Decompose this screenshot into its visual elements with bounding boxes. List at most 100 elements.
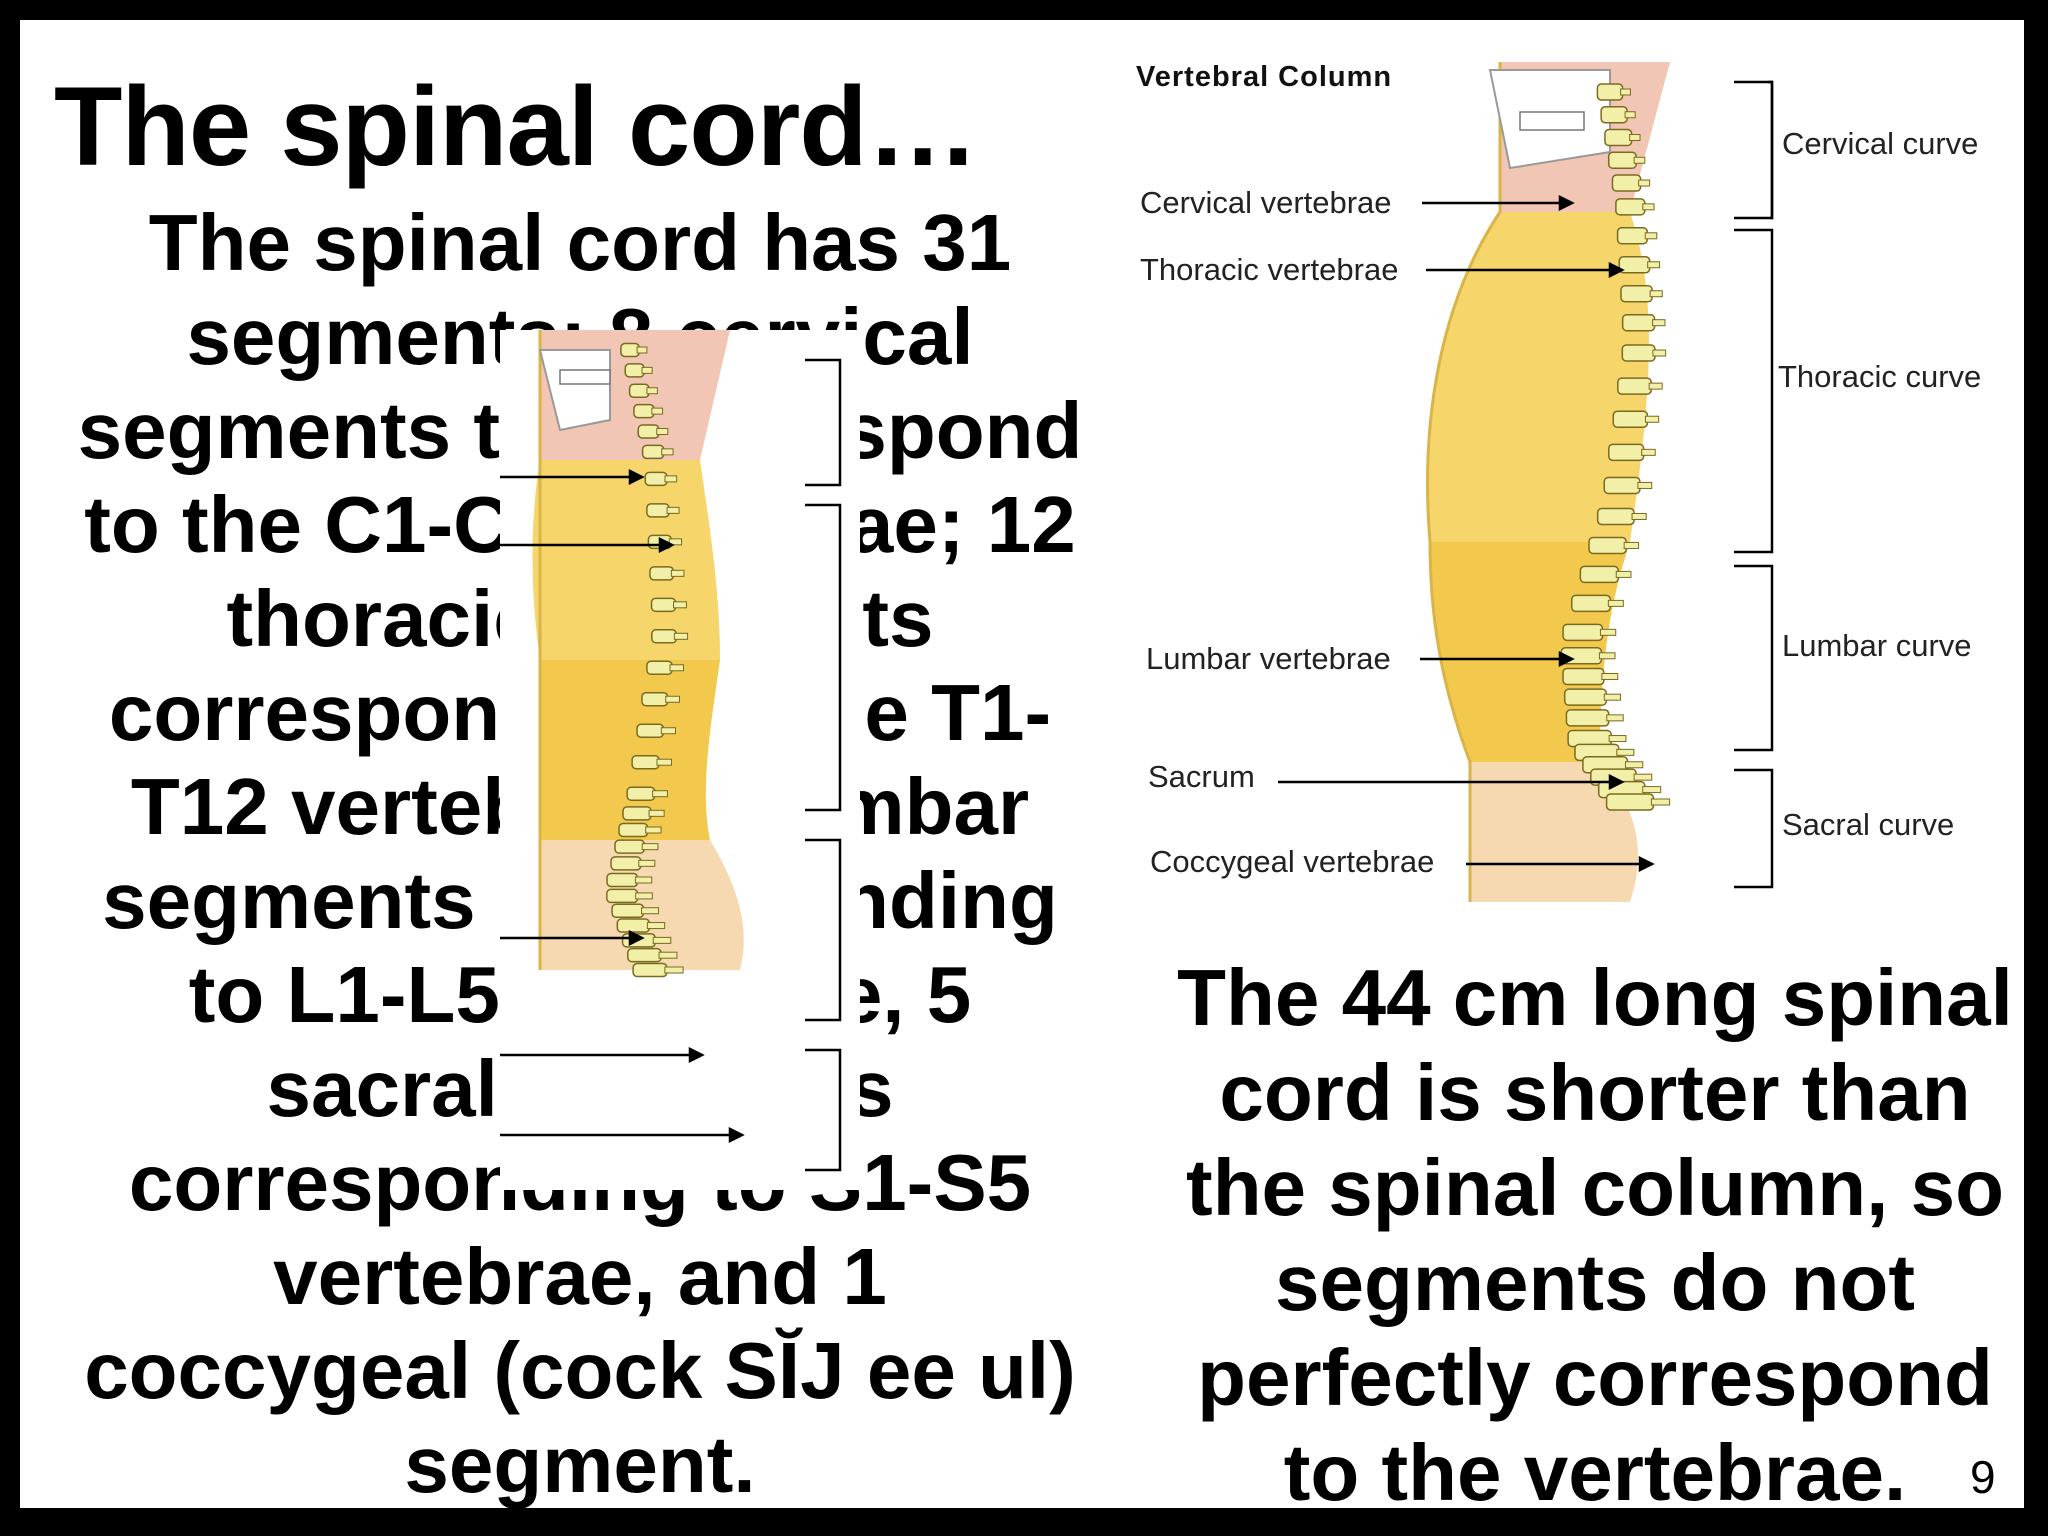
- vertebra-process: [638, 859, 656, 867]
- vertebra: [633, 403, 655, 419]
- vertebra-process: [1642, 203, 1655, 211]
- vertebra-process: [1633, 156, 1646, 164]
- vertebra: [631, 754, 660, 770]
- vertebrae-arrows: [1278, 194, 1655, 873]
- vertebra: [1603, 476, 1641, 495]
- vertebra-process: [1637, 481, 1653, 489]
- small-spine-image: [500, 330, 860, 1190]
- vertebra-process: [1598, 652, 1616, 660]
- vertebra: [626, 786, 656, 801]
- vertebra: [636, 723, 665, 738]
- vertebra-process: [656, 758, 672, 766]
- vertebra: [1563, 688, 1608, 706]
- skull: [1488, 69, 1611, 170]
- spine-vertebrae: [1560, 83, 1671, 811]
- vertebra-process: [652, 936, 672, 944]
- vertebra: [1570, 594, 1612, 613]
- label-sacral-curve: Sacral curve: [1782, 807, 1954, 842]
- vertebra: [606, 888, 639, 904]
- vertebra-process: [1601, 672, 1619, 680]
- vertebra-process: [665, 695, 681, 703]
- vertebra-process: [1649, 290, 1663, 298]
- right-line: The 44 cm long spinal: [1177, 953, 2013, 1042]
- vertebra-process: [645, 826, 662, 834]
- right-line: the spinal column, so: [1186, 1143, 2004, 1232]
- left-line: vertebrae, and 1: [273, 1232, 887, 1321]
- vertebra-process: [1647, 261, 1661, 269]
- vertebra-process: [1616, 748, 1635, 756]
- vertebra: [1608, 443, 1645, 462]
- vertebra: [610, 856, 642, 871]
- right-line: cord is shorter than: [1219, 1048, 1971, 1137]
- vertebra-process: [1620, 88, 1631, 96]
- small-arrows: [500, 468, 745, 1144]
- vertebra-process: [1633, 773, 1653, 781]
- label-thoracic-vertebrae: Thoracic vertebrae: [1140, 252, 1398, 287]
- vertebral-column-diagram: Vertebral Column Cervical vertebrae Thor…: [1110, 42, 2024, 922]
- left-line: coccygeal (cock SĬJ ee ul): [84, 1326, 1076, 1415]
- label-lumbar-vertebrae: Lumbar vertebrae: [1146, 641, 1391, 676]
- vertebra: [632, 962, 668, 978]
- small-vertebrae: [606, 342, 689, 978]
- curve-labels: Cervical curve Thoracic curve Lumbar cur…: [1778, 126, 1981, 842]
- vertebra-process: [1641, 448, 1656, 456]
- vertebra: [1616, 227, 1648, 245]
- slide-canvas: The spinal cord… The spinal cord has 31 …: [20, 20, 2024, 1508]
- vertebra: [1588, 536, 1627, 555]
- vertebra-process: [1644, 232, 1658, 240]
- vertebra: [641, 692, 669, 707]
- vertebra-process: [1652, 349, 1667, 357]
- vertebra: [649, 566, 675, 581]
- vertebra-process: [1650, 798, 1671, 806]
- vertebra-process: [1623, 541, 1640, 549]
- label-coccygeal-vertebrae: Coccygeal vertebrae: [1150, 844, 1434, 879]
- vertebra: [1605, 793, 1655, 811]
- page-number: 9: [1970, 1451, 1996, 1503]
- right-line: perfectly correspond: [1197, 1333, 1993, 1422]
- vertebra: [1612, 410, 1649, 428]
- left-line: The spinal cord has 31: [148, 198, 1012, 287]
- vertebra: [1562, 623, 1604, 642]
- label-cervical-curve: Cervical curve: [1782, 126, 1978, 161]
- vertebra-process: [673, 601, 687, 609]
- vertebra: [614, 839, 645, 854]
- vertebra-process: [664, 966, 684, 974]
- right-line: to the vertebrae.: [1283, 1428, 1907, 1508]
- vertebra-process: [648, 809, 665, 817]
- vertebra: [627, 947, 662, 963]
- vertebra: [651, 629, 678, 644]
- vertebra-process: [641, 843, 659, 851]
- label-sacrum: Sacrum: [1148, 759, 1255, 794]
- vertebra-process: [656, 427, 669, 435]
- vertebra-process: [673, 632, 689, 640]
- vertebra-process: [1599, 628, 1617, 636]
- right-line: segments do not: [1274, 1238, 1916, 1327]
- vertebra-process: [1631, 512, 1647, 520]
- vertebra: [646, 503, 670, 518]
- vertebra: [622, 806, 652, 821]
- vertebra: [1579, 565, 1619, 584]
- small-skull: [538, 349, 611, 432]
- vertebra: [1621, 344, 1656, 362]
- vertebra-process: [641, 907, 659, 915]
- vertebra-process: [1629, 134, 1641, 142]
- vertebra-process: [1648, 382, 1663, 390]
- vertebra-process: [635, 892, 653, 900]
- vertebra-process: [1624, 761, 1644, 769]
- vertebra: [1620, 284, 1653, 303]
- vertebra: [1611, 174, 1642, 192]
- vertebra-process: [666, 506, 680, 514]
- vertebra-process: [1644, 415, 1660, 423]
- vertebra: [644, 471, 668, 487]
- vertebra-process: [660, 727, 676, 735]
- vertebra: [1615, 198, 1646, 216]
- vertebra: [611, 903, 645, 918]
- label-cervical-vertebrae: Cervical vertebrae: [1140, 185, 1392, 220]
- vertebra-process: [1642, 786, 1662, 794]
- vertebra: [628, 383, 650, 398]
- small-brackets: [805, 358, 842, 1172]
- diagram-title: Vertebral Column: [1136, 61, 1392, 93]
- vertebra-process: [636, 346, 648, 354]
- vertebra-process: [658, 951, 678, 959]
- vertebra: [1596, 83, 1624, 101]
